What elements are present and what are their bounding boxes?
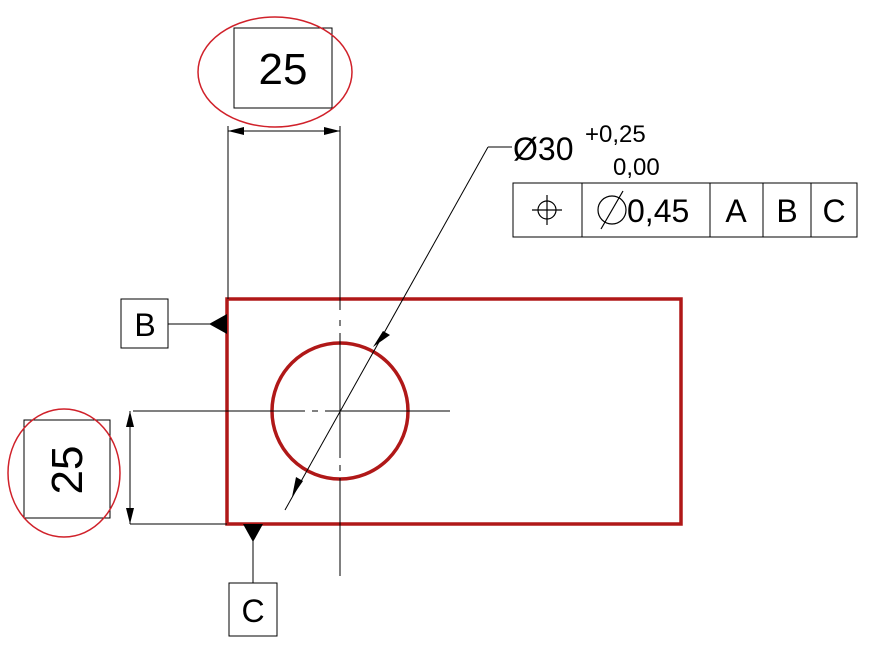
tolerance-lower: 0,00 [613,154,660,181]
datum-c-triangle [243,524,263,542]
diameter-callout: Ø30 +0,25 0,00 [513,121,660,181]
vertical-basic-dim-box: 25 [23,419,111,519]
fcf-datum-a: A [725,193,747,229]
datum-b-triangle [209,314,227,334]
horizontal-basic-dim-box: 25 [233,27,333,109]
fcf-tolerance-value: 0,45 [627,193,689,229]
datum-c-feature: C [228,524,278,637]
datum-c-label: C [241,593,264,629]
position-icon [532,195,562,225]
center-lines [133,126,450,576]
fcf-datum-b: B [776,193,797,229]
horizontal-dimension [227,126,340,299]
diameter-leader [284,146,512,511]
diameter-zone-icon [597,190,627,230]
highlight-ellipse-left [7,408,121,538]
horizontal-basic-dim-text: 25 [259,45,308,94]
highlight-ellipse-top [197,16,353,128]
datum-b-label: B [134,307,155,343]
vertical-basic-dim-text: 25 [43,446,92,495]
datum-b-feature: B [120,298,227,349]
tolerance-upper: +0,25 [585,121,646,148]
feature-control-frame: 0,45 A B C [512,182,858,238]
fcf-datum-c: C [822,193,845,229]
diameter-text: Ø30 [513,131,573,167]
vertical-dimension [126,411,227,525]
